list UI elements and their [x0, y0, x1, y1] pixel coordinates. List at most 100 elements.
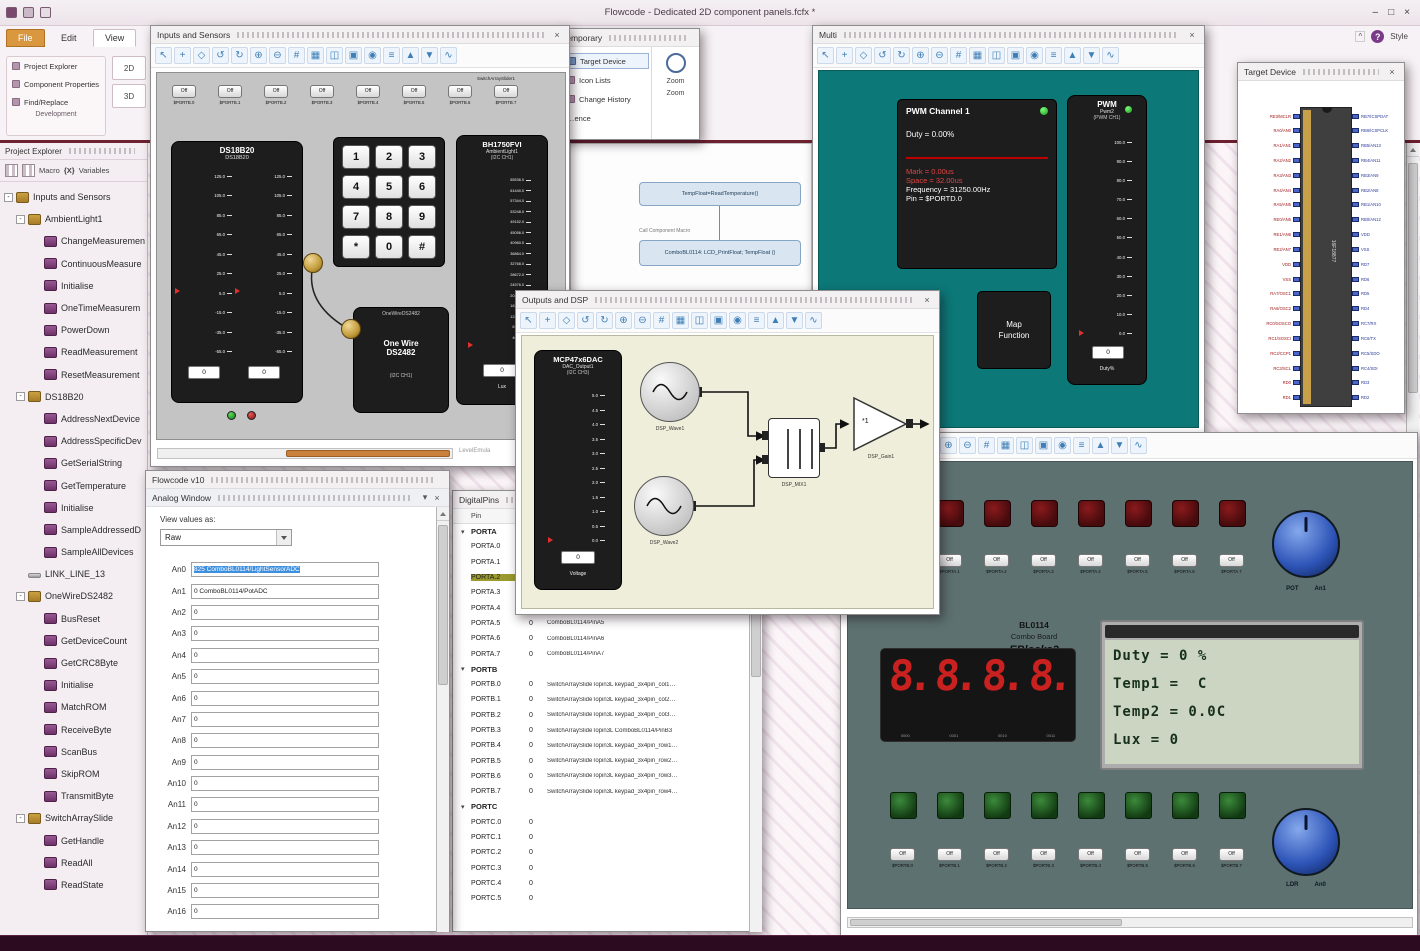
port-toggle-button[interactable]: Off	[356, 85, 380, 98]
pot-knob[interactable]	[1272, 510, 1340, 578]
channel-value-field[interactable]: 0	[191, 626, 379, 642]
chip-pin[interactable]: RD6	[1352, 272, 1404, 286]
tree-item[interactable]: GetHandle	[0, 829, 147, 851]
port-toggle-button[interactable]: Off	[1031, 554, 1056, 567]
chip-pin[interactable]: RC3/SCL	[1238, 361, 1300, 375]
flowchart-icon[interactable]: TempFloat=ReadTemperature()	[639, 182, 801, 206]
scroll-up-icon[interactable]	[437, 507, 449, 521]
toolbar-icon[interactable]: ↖	[817, 47, 834, 64]
pin-row[interactable]: ▾ PORTB	[453, 662, 748, 677]
channel-value-field[interactable]: 0 ComboBL0114/PotADC	[191, 583, 379, 599]
port-toggle-button[interactable]: Off	[310, 85, 334, 98]
toolbar-icon[interactable]: +	[174, 47, 191, 64]
ribbon-tab[interactable]: Edit	[60, 33, 77, 43]
toolbar-icon[interactable]: ▼	[786, 312, 803, 329]
channel-value-field[interactable]: 0	[191, 797, 379, 813]
toolbar-icon[interactable]: ≡	[1073, 437, 1090, 454]
toolbar-icon[interactable]: ▲	[767, 312, 784, 329]
port-toggle-button[interactable]: Off	[1219, 554, 1244, 567]
chip-pin[interactable]: VDD	[1352, 228, 1404, 242]
tree-item[interactable]: - SwitchArraySlide	[0, 807, 147, 829]
toolbar-icon[interactable]: ▣	[710, 312, 727, 329]
tree-item[interactable]: Initialise	[0, 497, 147, 519]
toolbar-icon[interactable]: ↖	[520, 312, 537, 329]
tree-item[interactable]: - OneWireDS2482	[0, 585, 147, 607]
chip-pin[interactable]: RB2/AN8	[1352, 183, 1404, 197]
chip-pin[interactable]: RC7/RX	[1352, 317, 1404, 331]
port-toggle-button[interactable]: Off	[172, 85, 196, 98]
scrollbar-thumb[interactable]	[438, 525, 448, 685]
toolbar-icon[interactable]: ∿	[805, 312, 822, 329]
chip-pin[interactable]: VSS	[1352, 242, 1404, 256]
toolbar-icon[interactable]: ↻	[231, 47, 248, 64]
variables-icon[interactable]: {X}	[63, 166, 75, 175]
keypad-key[interactable]: 0	[375, 235, 403, 259]
chip-pin[interactable]: RE2/AN7	[1238, 242, 1300, 256]
scrollbar-thumb[interactable]	[850, 919, 1122, 926]
chip-pin[interactable]: RD7	[1352, 257, 1404, 271]
close-icon[interactable]: ×	[1189, 29, 1195, 40]
port-toggle-button[interactable]: Off	[1172, 848, 1197, 861]
toolbar-icon[interactable]: ∿	[1102, 47, 1119, 64]
toolbar-icon[interactable]: ▣	[1035, 437, 1052, 454]
channel-value-field[interactable]: 0	[191, 818, 379, 834]
chip-pin[interactable]: RB6/ICSPCLK	[1352, 124, 1404, 138]
toolbar-icon[interactable]: ↺	[212, 47, 229, 64]
pin-row[interactable]: ▾ PORTC	[453, 799, 748, 814]
toolbar-icon[interactable]: ∿	[440, 47, 457, 64]
channel-value-field[interactable]: 825 ComboBL0114/LightSensorADC	[191, 562, 379, 578]
toolbar-icon[interactable]: ∿	[1130, 437, 1147, 454]
board-push-button[interactable]	[1031, 792, 1058, 819]
scrollbar-thumb[interactable]	[1408, 163, 1418, 393]
toolbar-icon[interactable]: ◇	[193, 47, 210, 64]
port-toggle-button[interactable]: Off	[984, 554, 1009, 567]
dsp-wave1-component[interactable]	[640, 362, 700, 422]
list-view-icon[interactable]	[22, 164, 35, 177]
slider-marker[interactable]	[1079, 330, 1084, 336]
chip-pin[interactable]: RD5	[1352, 287, 1404, 301]
close-icon[interactable]: ×	[1389, 66, 1395, 77]
board-push-button[interactable]	[937, 792, 964, 819]
wire-ball-connector[interactable]	[303, 253, 323, 273]
toolbar-icon[interactable]: ◉	[1054, 437, 1071, 454]
pin-row[interactable]: PORTC.1 0	[453, 830, 748, 845]
view-3d-button[interactable]: 3D	[112, 84, 146, 108]
chip-pin[interactable]: VSS	[1238, 272, 1300, 286]
chip-pin[interactable]: RD1	[1238, 391, 1300, 405]
keypad-key[interactable]: 5	[375, 175, 403, 199]
channel-value-field[interactable]: 0	[191, 690, 379, 706]
toolbar-icon[interactable]: ↺	[874, 47, 891, 64]
chip-pin[interactable]: RA7/OSC1	[1238, 287, 1300, 301]
board-push-button[interactable]	[1078, 792, 1105, 819]
port-toggle-button[interactable]: Off	[1219, 848, 1244, 861]
pin-row[interactable]: PORTA.3	[453, 585, 748, 600]
pin-row[interactable]: PORTA.6 0 ComboBL0114/PinA6	[453, 631, 748, 646]
port-toggle-button[interactable]: Off	[264, 85, 288, 98]
value-box[interactable]: 0	[248, 366, 280, 379]
chip-pin[interactable]: RA5/AN5	[1238, 198, 1300, 212]
channel-value-field[interactable]: 0	[191, 861, 379, 877]
toolbar-icon[interactable]: ⊕	[940, 437, 957, 454]
pin-row[interactable]: PORTA.2	[453, 570, 748, 585]
pin-row[interactable]: PORTA.0	[453, 539, 748, 554]
maximize-button[interactable]: □	[1388, 7, 1395, 18]
keypad-key[interactable]: 1	[342, 145, 370, 169]
tree-item[interactable]: AddressNextDevice	[0, 408, 147, 430]
toolbar-icon[interactable]: ↻	[893, 47, 910, 64]
close-icon[interactable]: ×	[434, 492, 440, 503]
chip-pin[interactable]: RD0	[1238, 376, 1300, 390]
expander-icon[interactable]: ▾	[461, 666, 465, 674]
toolbar-icon[interactable]: ▦	[969, 47, 986, 64]
chip-pin[interactable]: RB7/ICSPDAT	[1352, 109, 1404, 123]
chip-pin[interactable]: RC0/SOSCO	[1238, 317, 1300, 331]
port-toggle-button[interactable]: Off	[494, 85, 518, 98]
expander-icon[interactable]: -	[16, 392, 25, 402]
toolbar-icon[interactable]: ≡	[748, 312, 765, 329]
style-button[interactable]: Style	[1390, 32, 1408, 41]
find-replace-button[interactable]: Find/Replace	[7, 93, 105, 111]
tree-item[interactable]: ReadMeasurement	[0, 341, 147, 363]
close-button[interactable]: ×	[1404, 7, 1410, 18]
board-push-button[interactable]	[1172, 792, 1199, 819]
